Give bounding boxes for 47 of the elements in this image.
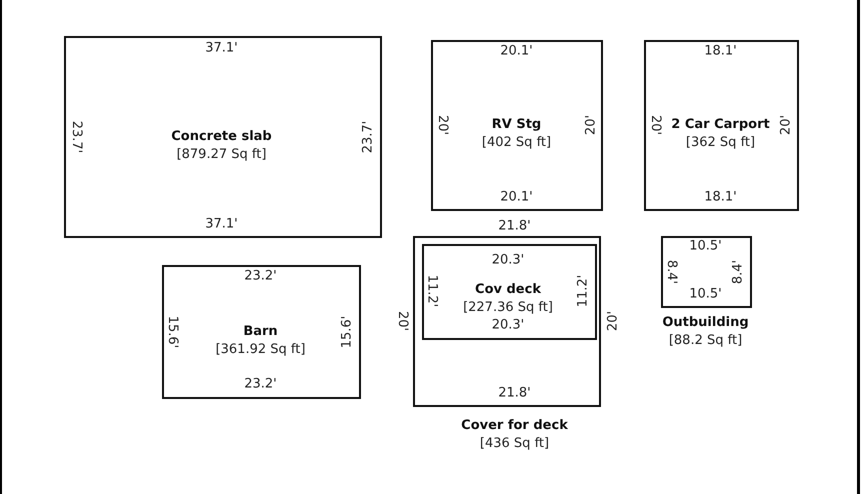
dimension-label: 15.6' <box>339 315 354 348</box>
area-label: [88.2 Sq ft] <box>668 332 742 350</box>
area-label: [436 Sq ft] <box>480 434 550 452</box>
dimension-label: 20' <box>648 114 663 136</box>
room-outline <box>162 265 361 399</box>
dimension-label: 8.4' <box>730 259 745 284</box>
dimension-label: 20.1' <box>500 43 533 58</box>
area-label: [402 Sq ft] <box>482 134 552 152</box>
room-name: Barn <box>243 322 278 340</box>
dimension-label: 18.1' <box>704 43 737 58</box>
room-outline <box>64 36 382 238</box>
room-outline <box>431 40 603 211</box>
area-label: [361.92 Sq ft] <box>216 340 306 358</box>
room-outline <box>644 40 799 211</box>
dimension-label: 37.1' <box>205 216 238 231</box>
area-label: [362 Sq ft] <box>686 134 756 152</box>
dimension-label: 20.1' <box>500 189 533 204</box>
dimension-label: 37.1' <box>205 40 238 55</box>
room-name: RV Stg <box>492 116 542 134</box>
room-name: 2 Car Carport <box>671 116 770 134</box>
area-label: [227.36 Sq ft] <box>463 299 553 317</box>
room-name: Concrete slab <box>171 128 272 146</box>
dimension-label: 10.5' <box>689 238 722 253</box>
dimension-label: 21.8' <box>498 218 531 233</box>
dimension-label: 23.7' <box>360 120 375 153</box>
room-outline <box>422 244 596 340</box>
dimension-label: 21.8' <box>498 385 531 400</box>
dimension-label: 23.2' <box>244 376 277 391</box>
dimension-label: 20' <box>605 310 620 332</box>
room-name: Outbuilding <box>662 314 749 332</box>
dimension-label: 11.2' <box>576 274 590 308</box>
dimension-label: 20' <box>395 310 410 332</box>
dimension-label: 20' <box>583 114 598 136</box>
dimension-label: 10.5' <box>689 286 722 301</box>
area-label: [879.27 Sq ft] <box>176 146 266 164</box>
dimension-label: 11.2' <box>424 274 440 308</box>
dimension-label: 20.3' <box>492 252 524 268</box>
room-name: Cov deck <box>475 281 541 299</box>
dimension-label: 20' <box>778 114 793 136</box>
dimension-label: 20' <box>435 114 450 136</box>
dimension-label: 8.4' <box>664 259 679 284</box>
dimension-label: 20.3' <box>492 318 524 332</box>
dimension-label: 15.6' <box>165 315 180 348</box>
dimension-label: 23.7' <box>69 120 84 153</box>
dimension-label: 23.2' <box>244 268 277 283</box>
room-name: Cover for deck <box>461 416 568 434</box>
dimension-label: 18.1' <box>704 189 737 204</box>
